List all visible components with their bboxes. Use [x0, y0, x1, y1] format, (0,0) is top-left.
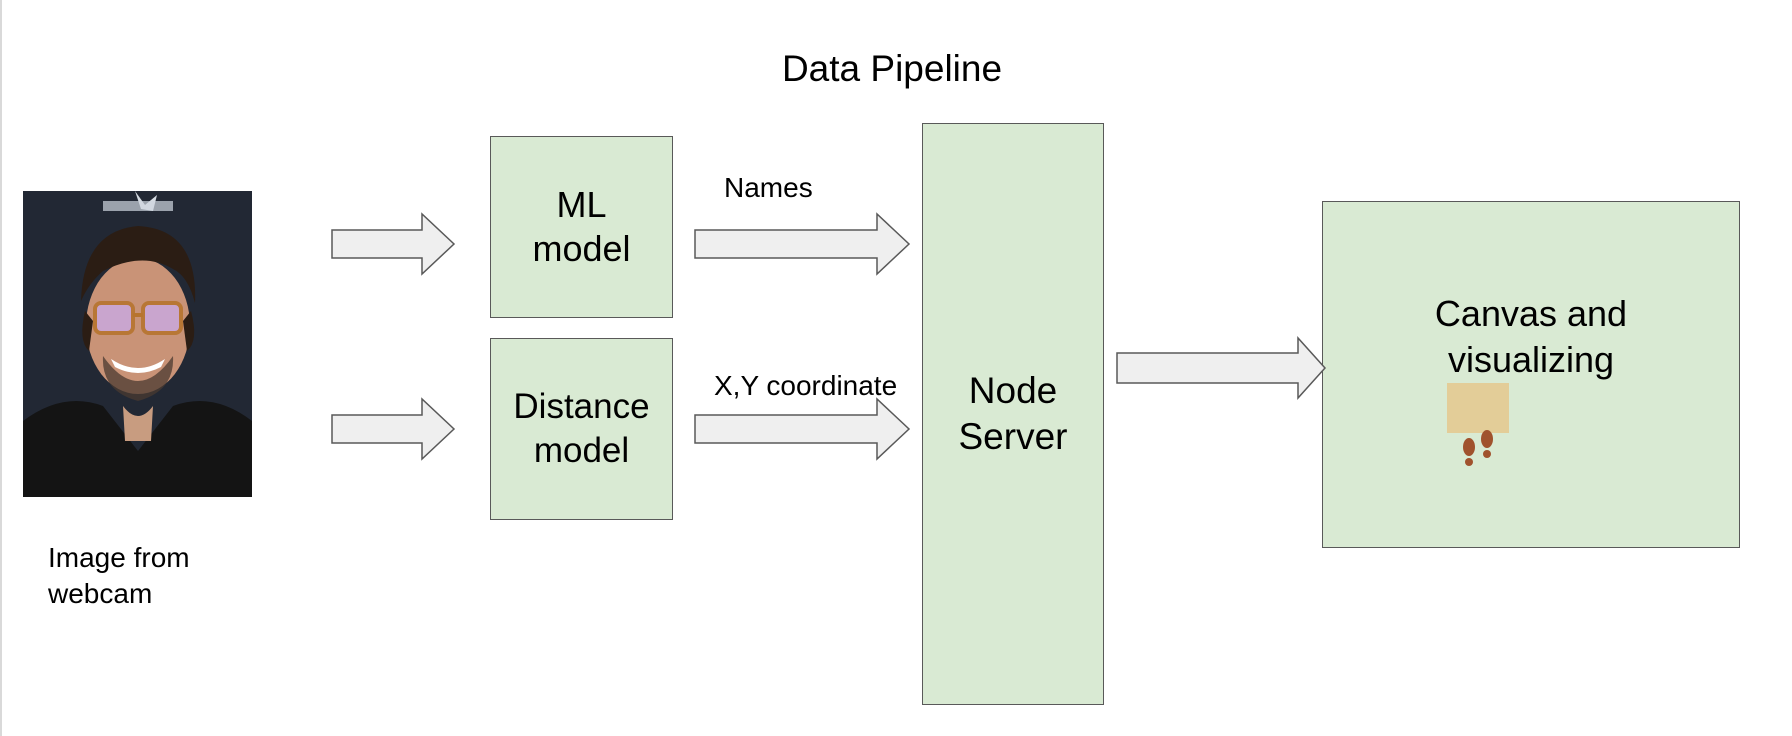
ml-model-box: ML model — [490, 136, 673, 318]
canvas-visualizing-box: Canvas and visualizing — [1322, 201, 1740, 548]
arrow-icon — [694, 397, 911, 461]
diagram-title: Data Pipeline — [781, 48, 1003, 89]
webcam-image — [23, 191, 252, 497]
person-photo-icon — [23, 191, 252, 497]
node-server-label: Node Server — [958, 370, 1068, 457]
arrow-icon — [694, 212, 911, 276]
distance-model-box: Distance model — [490, 338, 673, 520]
edge-label-xy: X,Y coordinate — [714, 370, 898, 401]
arrow-icon — [1116, 336, 1327, 400]
arrow-icon — [331, 397, 456, 461]
edge-label-names: Names — [724, 172, 813, 203]
ml-model-label: ML model — [532, 184, 631, 269]
footprints-icon — [1446, 382, 1509, 466]
node-server-box: Node Server — [922, 123, 1104, 705]
arrow-icon — [331, 212, 456, 276]
input-caption: Image from webcam — [48, 542, 190, 609]
canvas-visualizing-label: Canvas and visualizing — [1434, 292, 1628, 380]
distance-model-label: Distance model — [513, 387, 650, 470]
